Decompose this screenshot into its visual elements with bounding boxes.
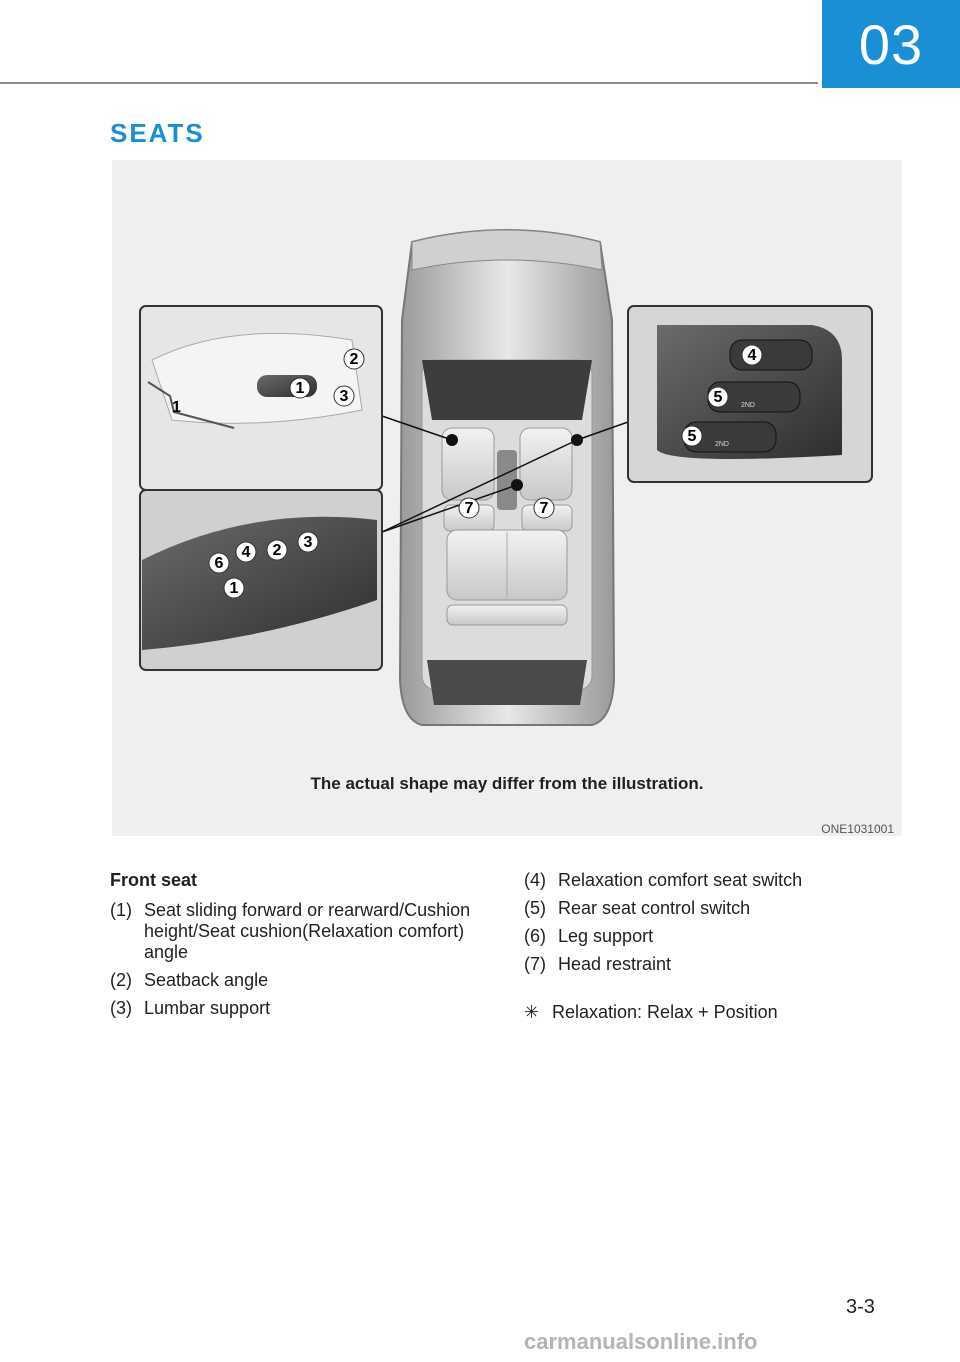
front-seat-heading: Front seat [110, 866, 480, 894]
callout-3-upper: 3 [340, 388, 349, 405]
asterisk-icon: ✳ [524, 998, 552, 1026]
seat-controls-figure: 1 2 3 1 6 4 2 3 1 [112, 160, 902, 836]
list-item: (7) Head restraint [524, 950, 884, 978]
item-text: Relaxation comfort seat switch [558, 866, 884, 894]
callout-7-b: 7 [540, 500, 549, 517]
car-top-view [400, 230, 614, 725]
item-number: (7) [524, 950, 558, 978]
top-rule [0, 82, 818, 84]
item-number: (4) [524, 866, 558, 894]
item-number: (3) [110, 994, 144, 1022]
item-text: Rear seat control switch [558, 894, 884, 922]
callout-2-upper: 2 [350, 351, 359, 368]
callout-3-lower: 3 [304, 534, 313, 551]
figure-caption: The actual shape may differ from the ill… [112, 774, 902, 794]
badge-2nd-b: 2ND [715, 441, 729, 448]
front-seat-list: Front seat (1) Seat sliding forward or r… [110, 866, 480, 1022]
right-panel: 4 5 5 2ND 2ND [628, 306, 872, 482]
list-item: (6) Leg support [524, 922, 884, 950]
callout-1-lower: 1 [230, 580, 239, 597]
note-text: Relaxation: Relax + Position [552, 998, 778, 1026]
figure-code: ONE1031001 [821, 822, 894, 836]
item-number: (2) [110, 966, 144, 994]
left-lower-panel: 6 4 2 3 1 [140, 490, 382, 670]
item-number: (1) [110, 896, 144, 966]
callout-4-lower: 4 [242, 544, 251, 561]
item-number: (6) [524, 922, 558, 950]
callout-5-right-b: 5 [688, 428, 697, 445]
callout-4-right: 4 [748, 347, 757, 364]
item-number: (5) [524, 894, 558, 922]
callout-7-a: 7 [465, 500, 474, 517]
item-text: Lumbar support [144, 994, 480, 1022]
callout-1-upper: 1 [296, 380, 305, 397]
control-list: (4) Relaxation comfort seat switch (5) R… [524, 866, 884, 1026]
callout-6-lower: 6 [215, 555, 224, 572]
chapter-tab: 03 [822, 0, 960, 88]
callout-5-right-a: 5 [714, 389, 723, 406]
item-text: Leg support [558, 922, 884, 950]
page-number: 3-3 [846, 1296, 875, 1319]
list-item: (1) Seat sliding forward or rearward/Cus… [110, 896, 480, 966]
list-item: (3) Lumbar support [110, 994, 480, 1022]
item-text: Seat sliding forward or rearward/Cushion… [144, 896, 480, 966]
list-item: (5) Rear seat control switch [524, 894, 884, 922]
seat-illustration: 1 2 3 1 6 4 2 3 1 [112, 160, 902, 836]
left-upper-panel: 1 2 3 1 [140, 306, 382, 490]
section-title: SEATS [110, 118, 205, 149]
list-item: (4) Relaxation comfort seat switch [524, 866, 884, 894]
list-item: (2) Seatback angle [110, 966, 480, 994]
side-label-1: 1 [172, 399, 181, 416]
relaxation-note: ✳ Relaxation: Relax + Position [524, 998, 884, 1026]
badge-2nd-a: 2ND [741, 402, 755, 409]
item-text: Seatback angle [144, 966, 480, 994]
item-text: Head restraint [558, 950, 884, 978]
callout-2-lower: 2 [273, 542, 282, 559]
watermark: carmanualsonline.info [524, 1322, 960, 1362]
